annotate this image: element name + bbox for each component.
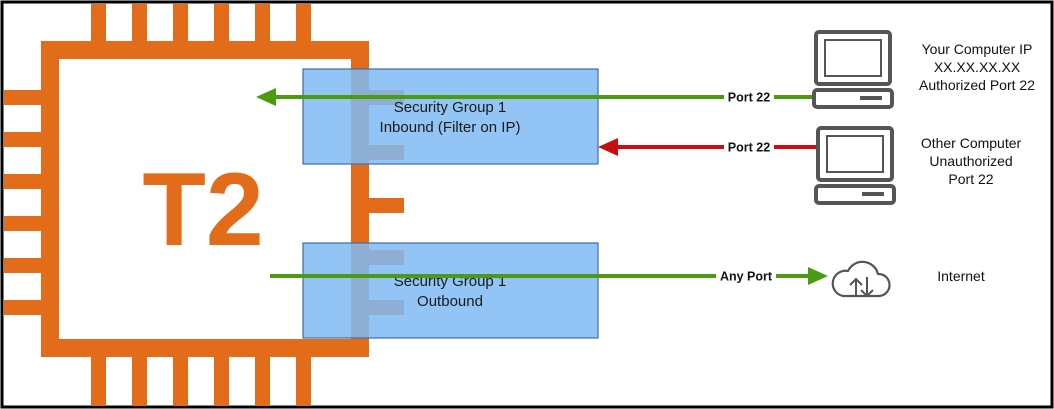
chip-pin-bottom bbox=[296, 346, 311, 406]
chip-pin-top bbox=[296, 4, 311, 52]
chip-pins bbox=[4, 4, 404, 406]
authorized-inbound-label-bg bbox=[724, 89, 774, 105]
other-computer-label-line-2: Unauthorized bbox=[929, 153, 1012, 169]
chip-label: T2 bbox=[142, 152, 263, 268]
security-group-inbound-title: Security Group 1 bbox=[394, 99, 507, 116]
desktop-computer-icon bbox=[814, 126, 896, 205]
security-group-outbound[interactable]: Security Group 1 Outbound bbox=[302, 242, 599, 339]
chip-pin-left bbox=[4, 258, 52, 273]
internet-label: Internet bbox=[937, 268, 985, 284]
security-group-inbound-box bbox=[302, 68, 599, 165]
security-group-outbound-subtitle: Outbound bbox=[417, 293, 483, 310]
chip-pin-top bbox=[91, 4, 106, 52]
chip-pin-right bbox=[358, 198, 404, 213]
outbound-internet-arrowhead bbox=[808, 267, 828, 285]
flow-unauthorized-inbound: Port 22 bbox=[598, 138, 818, 156]
chip-pin-left bbox=[4, 132, 52, 147]
outbound-internet-label: Any Port bbox=[720, 270, 773, 284]
flow-authorized-inbound: Port 22 bbox=[256, 88, 812, 106]
chip-pin-top bbox=[132, 4, 147, 52]
other-computer-label-line-3: Port 22 bbox=[948, 171, 993, 187]
security-group-inbound-subtitle: Inbound (Filter on IP) bbox=[380, 119, 521, 136]
chip-pin-left bbox=[4, 90, 52, 105]
your-computer[interactable]: Your Computer IP XX.XX.XX.XX Authorized … bbox=[812, 30, 1035, 109]
chip-pin-left bbox=[4, 174, 52, 189]
your-computer-label-line-1: Your Computer IP bbox=[922, 41, 1033, 57]
cloud-upload-download-icon bbox=[831, 260, 891, 298]
chip-pin-top bbox=[255, 4, 270, 52]
chip-pin-bottom bbox=[214, 346, 229, 406]
chip-pin-bottom bbox=[132, 346, 147, 406]
chip-body bbox=[41, 41, 369, 357]
your-computer-label-line-3: Authorized Port 22 bbox=[919, 77, 1035, 93]
ec2-instance-chip-icon: T2 bbox=[4, 4, 404, 406]
chip-pin-bottom bbox=[91, 346, 106, 406]
security-group-inbound[interactable]: Security Group 1 Inbound (Filter on IP) bbox=[302, 68, 599, 165]
unauthorized-inbound-label: Port 22 bbox=[728, 141, 770, 155]
chip-pin-bottom bbox=[255, 346, 270, 406]
chip-pin-left bbox=[4, 216, 52, 231]
other-computer[interactable]: Other Computer Unauthorized Port 22 bbox=[814, 126, 1022, 205]
authorized-inbound-label: Port 22 bbox=[728, 91, 770, 105]
chip-pin-left bbox=[4, 300, 52, 315]
security-group-outbound-box bbox=[302, 242, 599, 339]
internet[interactable]: Internet bbox=[831, 260, 985, 298]
unauthorized-inbound-label-bg bbox=[724, 139, 774, 155]
desktop-computer-icon bbox=[812, 30, 894, 109]
authorized-inbound-arrowhead bbox=[256, 88, 276, 106]
flow-outbound-internet: Any Port bbox=[270, 267, 828, 285]
outbound-internet-label-bg bbox=[716, 268, 776, 284]
your-computer-label-line-2: XX.XX.XX.XX bbox=[934, 59, 1021, 75]
chip-pin-bottom bbox=[173, 346, 188, 406]
chip-pin-top bbox=[214, 4, 229, 52]
chip-pin-top bbox=[173, 4, 188, 52]
other-computer-label-line-1: Other Computer bbox=[921, 135, 1022, 151]
unauthorized-inbound-arrowhead bbox=[598, 138, 618, 156]
